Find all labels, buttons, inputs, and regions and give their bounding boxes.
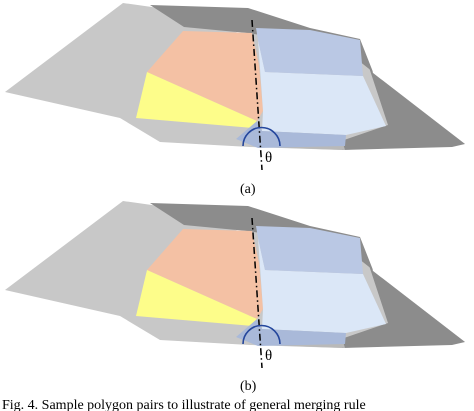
panel-b: θ (b) (5, 201, 465, 394)
theta-label: θ (265, 348, 272, 364)
blue-lower-strip (236, 121, 346, 148)
dash-dot-line (251, 217, 263, 369)
yellow-polygon (136, 72, 257, 128)
blue-upper-band (256, 226, 363, 274)
figure-caption: Fig. 4. Sample polygon pairs to illustra… (2, 398, 366, 411)
panel-a: θ (a) (5, 3, 465, 197)
theta-label: θ (265, 150, 272, 166)
light-blue-polygon (258, 238, 386, 333)
dark-gray-ridge (150, 203, 373, 270)
panel-label: (b) (240, 379, 257, 394)
blue-lower-strip (236, 319, 346, 346)
light-blue-polygon (258, 40, 386, 135)
angle-arc (242, 126, 281, 147)
angle-arc (242, 324, 281, 345)
dark-gray-lower-band (342, 238, 465, 348)
blue-upper-band (256, 28, 363, 76)
salmon-polygon (147, 31, 263, 121)
yellow-polygon (136, 270, 257, 326)
salmon-polygon (147, 229, 263, 319)
panel-label: (a) (240, 182, 256, 197)
dark-gray-ridge (150, 5, 373, 72)
dark-gray-lower-band (342, 40, 465, 150)
dash-dot-line (251, 19, 263, 171)
